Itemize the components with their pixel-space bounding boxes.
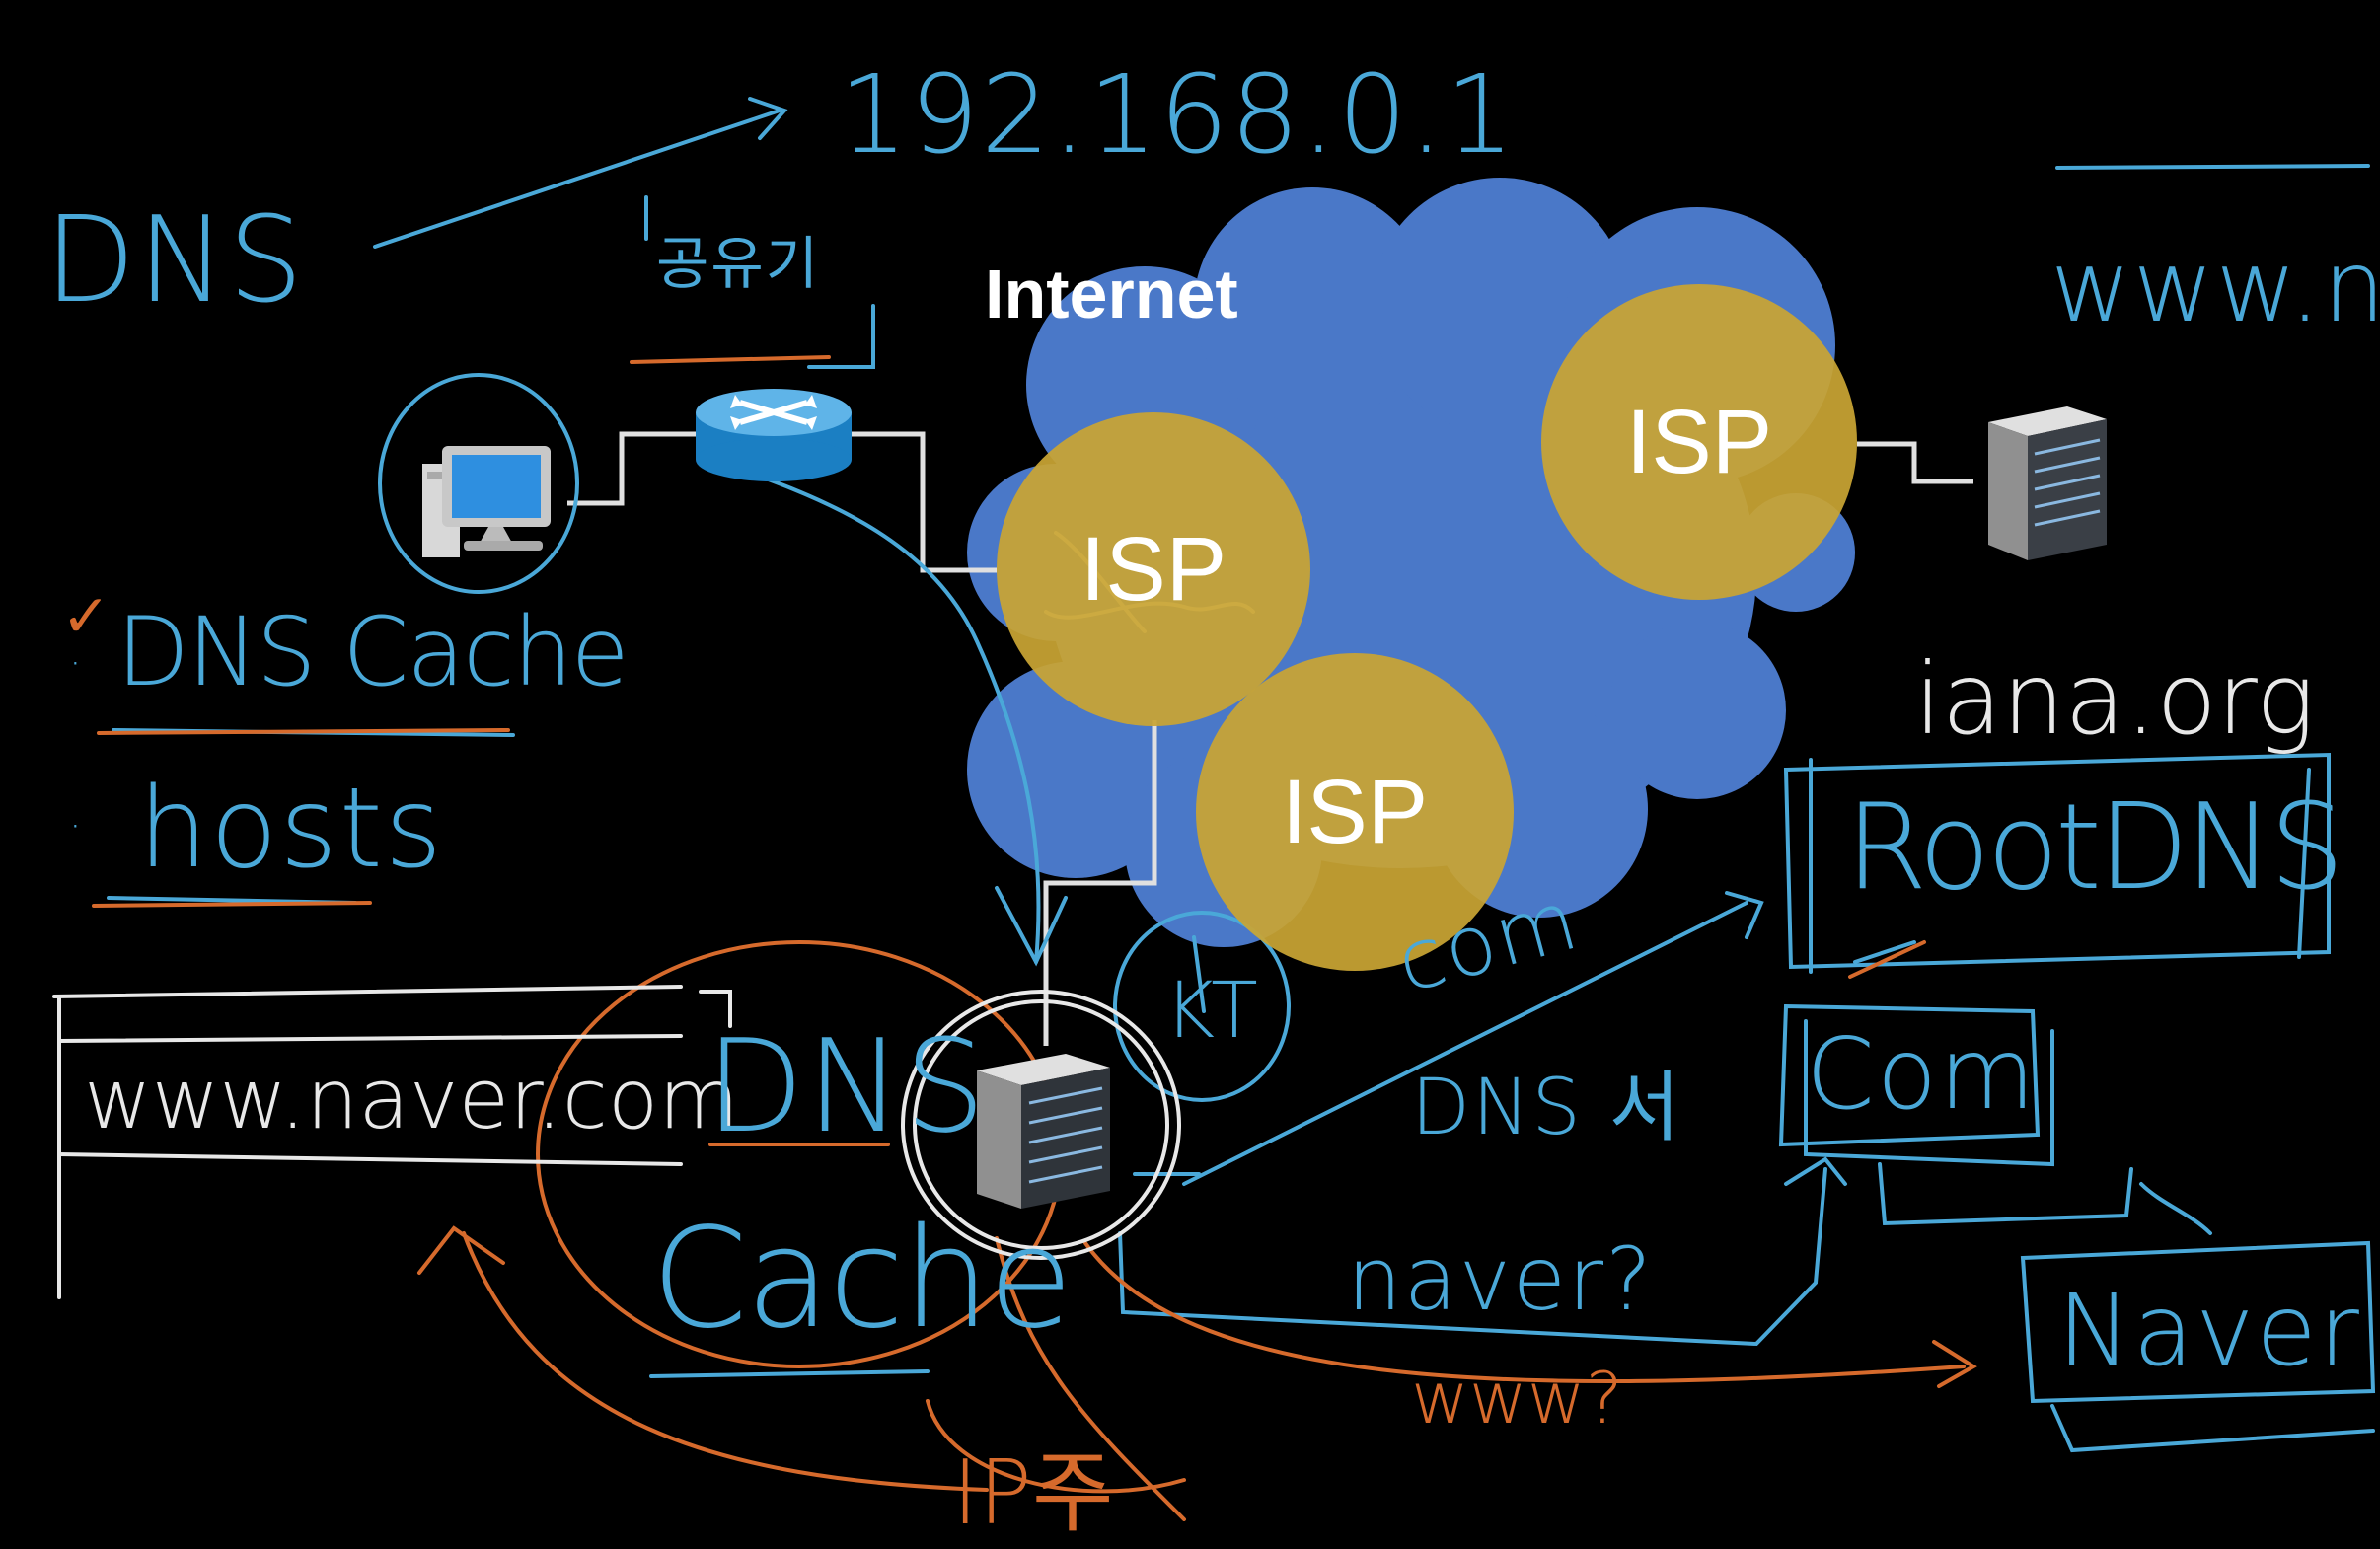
isp-node-left: ISP (997, 412, 1310, 726)
dns-server-note: DNS 서 (1411, 1064, 1682, 1152)
isp-node-bottom: ISP (1196, 653, 1514, 971)
com-box-note: Com (1806, 1016, 2038, 1132)
www-query-note: www? (1411, 1357, 1623, 1439)
isp-label: ISP (1625, 391, 1773, 492)
computer-icon (422, 446, 551, 557)
dns-server-icon (977, 1054, 1110, 1209)
iana-note: iana.org (1914, 641, 2316, 757)
root-dns-note: RootDNS (1845, 779, 2344, 917)
bullet-check: ✓ (61, 582, 113, 651)
isp-label: ISP (1281, 761, 1429, 862)
url-bar-note: www.naver.com (84, 1051, 740, 1147)
kt-note: KT (1164, 967, 1260, 1056)
router-icon (696, 389, 852, 481)
internet-title: Internet (985, 256, 1238, 332)
bullet-dot-2: · (69, 804, 84, 849)
dns-cache-big-line1: DNS (706, 1011, 988, 1161)
bottom-note: IP주 (952, 1441, 1114, 1545)
web-server-icon (1988, 406, 2107, 560)
naver-query-note: naver? (1347, 1228, 1654, 1330)
naver-box-note: Naver (2057, 1273, 2361, 1388)
isp-label: ISP (1079, 518, 1227, 620)
network-links (567, 431, 1973, 1046)
bullet-dot-1: · (69, 641, 84, 687)
ip-address-note: 192.168.0.1 (839, 51, 1517, 178)
isp-node-right: ISP (1541, 284, 1857, 600)
router-note: 공유기 (656, 230, 821, 297)
dns-cache-big-line2: Cache (651, 1199, 1073, 1360)
hosts-note: hosts (138, 765, 445, 893)
dns-cache-note: DNS Cache (116, 597, 630, 707)
dns-note: DNS (44, 192, 306, 330)
blue-pen-strokes (107, 97, 2376, 1453)
url-top-right-note: www.n (2050, 229, 2380, 344)
